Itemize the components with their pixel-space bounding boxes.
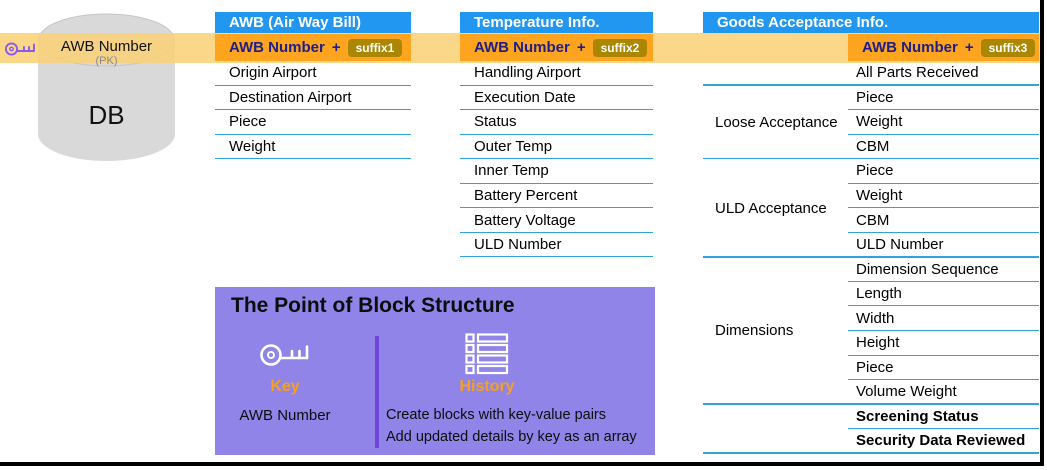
group-separator-line [703, 403, 1039, 405]
key-field-label: AWB Number [862, 39, 958, 56]
history-description: Create blocks with key-value pairs Add u… [386, 405, 637, 449]
table-row: Piece [215, 110, 411, 135]
table-row: Outer Temp [460, 135, 653, 160]
block-structure-panel: The Point of Block Structure Key AWB Num… [215, 287, 655, 455]
db-pk-label: (PK) [95, 55, 118, 67]
history-line: Add updated details by key as an array [386, 428, 637, 445]
table-awb-rows: Origin Airport Destination Airport Piece… [215, 61, 411, 160]
table-row: Volume Weight [848, 380, 1039, 405]
suffix-badge: suffix2 [592, 38, 648, 57]
history-icon [465, 333, 509, 381]
table-goods-key-row: AWB Number + suffix3 [848, 34, 1039, 61]
table-awb-title: AWB (Air Way Bill) [215, 12, 411, 33]
group-label-loose-acceptance: Loose Acceptance [715, 113, 838, 131]
table-row: Weight [215, 135, 411, 160]
table-row: Handling Airport [460, 61, 653, 86]
key-icon [3, 38, 37, 65]
table-row: Width [848, 306, 1039, 332]
group-separator-line [703, 452, 1039, 454]
table-row: Length [848, 282, 1039, 307]
table-temperature-key-row: AWB Number + suffix2 [460, 34, 653, 61]
table-temperature-title: Temperature Info. [460, 12, 653, 33]
panel-divider [375, 336, 379, 448]
table-awb: AWB (Air Way Bill) AWB Number + suffix1 … [215, 12, 411, 160]
table-row: Screening Status [848, 405, 1039, 430]
table-row: Battery Voltage [460, 208, 653, 233]
table-row: ULD Number [848, 233, 1039, 258]
panel-title: The Point of Block Structure [231, 294, 515, 317]
db-key-field: AWB Number [60, 38, 153, 55]
group-label-uld-acceptance: ULD Acceptance [715, 199, 827, 217]
table-row: Height [848, 331, 1039, 356]
key-icon [257, 334, 313, 379]
db-label: DB [88, 100, 125, 130]
table-goods-acceptance: Goods Acceptance Info. AWB Number + suff… [703, 12, 1039, 454]
table-row: Destination Airport [215, 86, 411, 111]
table-row: Piece [848, 159, 1039, 184]
table-row: CBM [848, 135, 1039, 160]
group-separator-line [703, 157, 1039, 160]
group-separator-line [703, 256, 1039, 258]
table-temperature: Temperature Info. AWB Number + suffix2 H… [460, 12, 653, 258]
table-row: Inner Temp [460, 159, 653, 184]
plus-sign: + [576, 39, 586, 56]
table-row: Status [460, 110, 653, 135]
plus-sign: + [331, 39, 341, 56]
table-goods-title: Goods Acceptance Info. [703, 12, 1039, 33]
table-row: Piece [848, 356, 1039, 381]
suffix-badge: suffix1 [347, 38, 403, 57]
history-section-label: History [459, 378, 515, 395]
table-row: Weight [848, 184, 1039, 209]
table-row: ULD Number [460, 233, 653, 258]
group-separator-line [703, 84, 1039, 86]
table-row: Battery Percent [460, 184, 653, 209]
key-field-label: AWB Number [474, 39, 570, 56]
table-row: Execution Date [460, 86, 653, 111]
key-section-label: Key [270, 378, 300, 395]
key-section-value: AWB Number [239, 407, 331, 424]
table-row: Weight [848, 110, 1039, 135]
table-row: Origin Airport [215, 61, 411, 86]
table-row: Security Data Reviewed [848, 429, 1039, 454]
frame-border-bottom [0, 462, 1044, 466]
frame-border-right [1040, 0, 1044, 466]
group-label-dimensions: Dimensions [715, 322, 794, 339]
history-line: Create blocks with key-value pairs [386, 407, 607, 423]
table-row: All Parts Received [848, 61, 1039, 86]
table-temperature-rows: Handling Airport Execution Date Status O… [460, 61, 653, 258]
plus-sign: + [964, 39, 974, 56]
suffix-badge: suffix3 [980, 38, 1036, 57]
table-row: Piece [848, 86, 1039, 111]
table-row: CBM [848, 208, 1039, 233]
table-awb-key-row: AWB Number + suffix1 [215, 34, 411, 61]
key-field-label: AWB Number [229, 39, 325, 56]
table-row: Dimension Sequence [848, 257, 1039, 282]
